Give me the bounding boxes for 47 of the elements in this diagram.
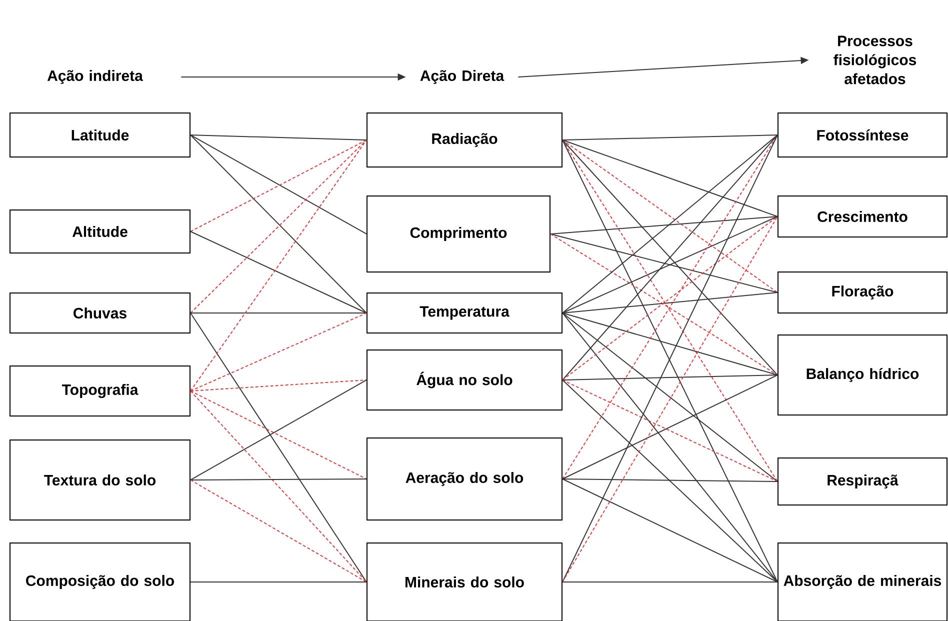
factor-box: Aeração do solo [366,438,562,520]
connector-line [562,312,778,376]
connector-line [550,234,778,293]
connector-line [190,134,367,140]
connector-line [550,216,778,234]
connector-line [190,390,367,582]
connector-line [562,478,778,582]
factor-box: Balanço hídrico [778,334,948,416]
connector-line [190,312,367,314]
connector-line [562,374,778,380]
factor-box: Textura do solo [10,440,190,520]
connector-line [190,478,367,480]
heading-label: Processos fisiológicos afetados [834,36,916,84]
connector-line [190,380,367,392]
heading-label: Ação indireta [47,70,144,84]
factor-box: Crescimento [778,196,948,238]
connector-line [190,312,367,582]
connector-line [190,312,367,392]
factor-box: Minerais do solo [366,542,562,621]
factor-box: Temperatura [366,292,562,334]
factor-box: Composição do solo [10,542,190,621]
connector-line [190,140,367,392]
factor-box: Chuvas [10,292,190,334]
connector-line [562,216,778,314]
connector-line [562,216,778,582]
factor-box: Topografia [10,366,190,416]
connector-line [562,140,778,217]
connector-line [562,134,778,140]
factor-box: Latitude [10,112,190,158]
connector-line [190,480,367,582]
factor-box: Radiação [366,112,562,168]
connector-line [562,380,778,582]
connector-line [190,231,367,314]
connector-line [562,312,778,582]
factor-box: Absorção de minerais [778,542,948,621]
connector-line [562,216,778,380]
factor-box: Floração [778,272,948,314]
factor-box: Comprimento [366,196,550,272]
connector-line [550,234,778,376]
factor-box: Fotossíntese [778,112,948,158]
factor-box: Respiraçã [778,458,948,506]
heading-label: Ação Direta [420,70,504,84]
connector-line [562,478,778,482]
factor-box: Altitude [10,210,190,254]
connector-line [562,312,778,482]
connector-line [562,292,778,314]
factor-box: Água no solo [366,350,562,410]
